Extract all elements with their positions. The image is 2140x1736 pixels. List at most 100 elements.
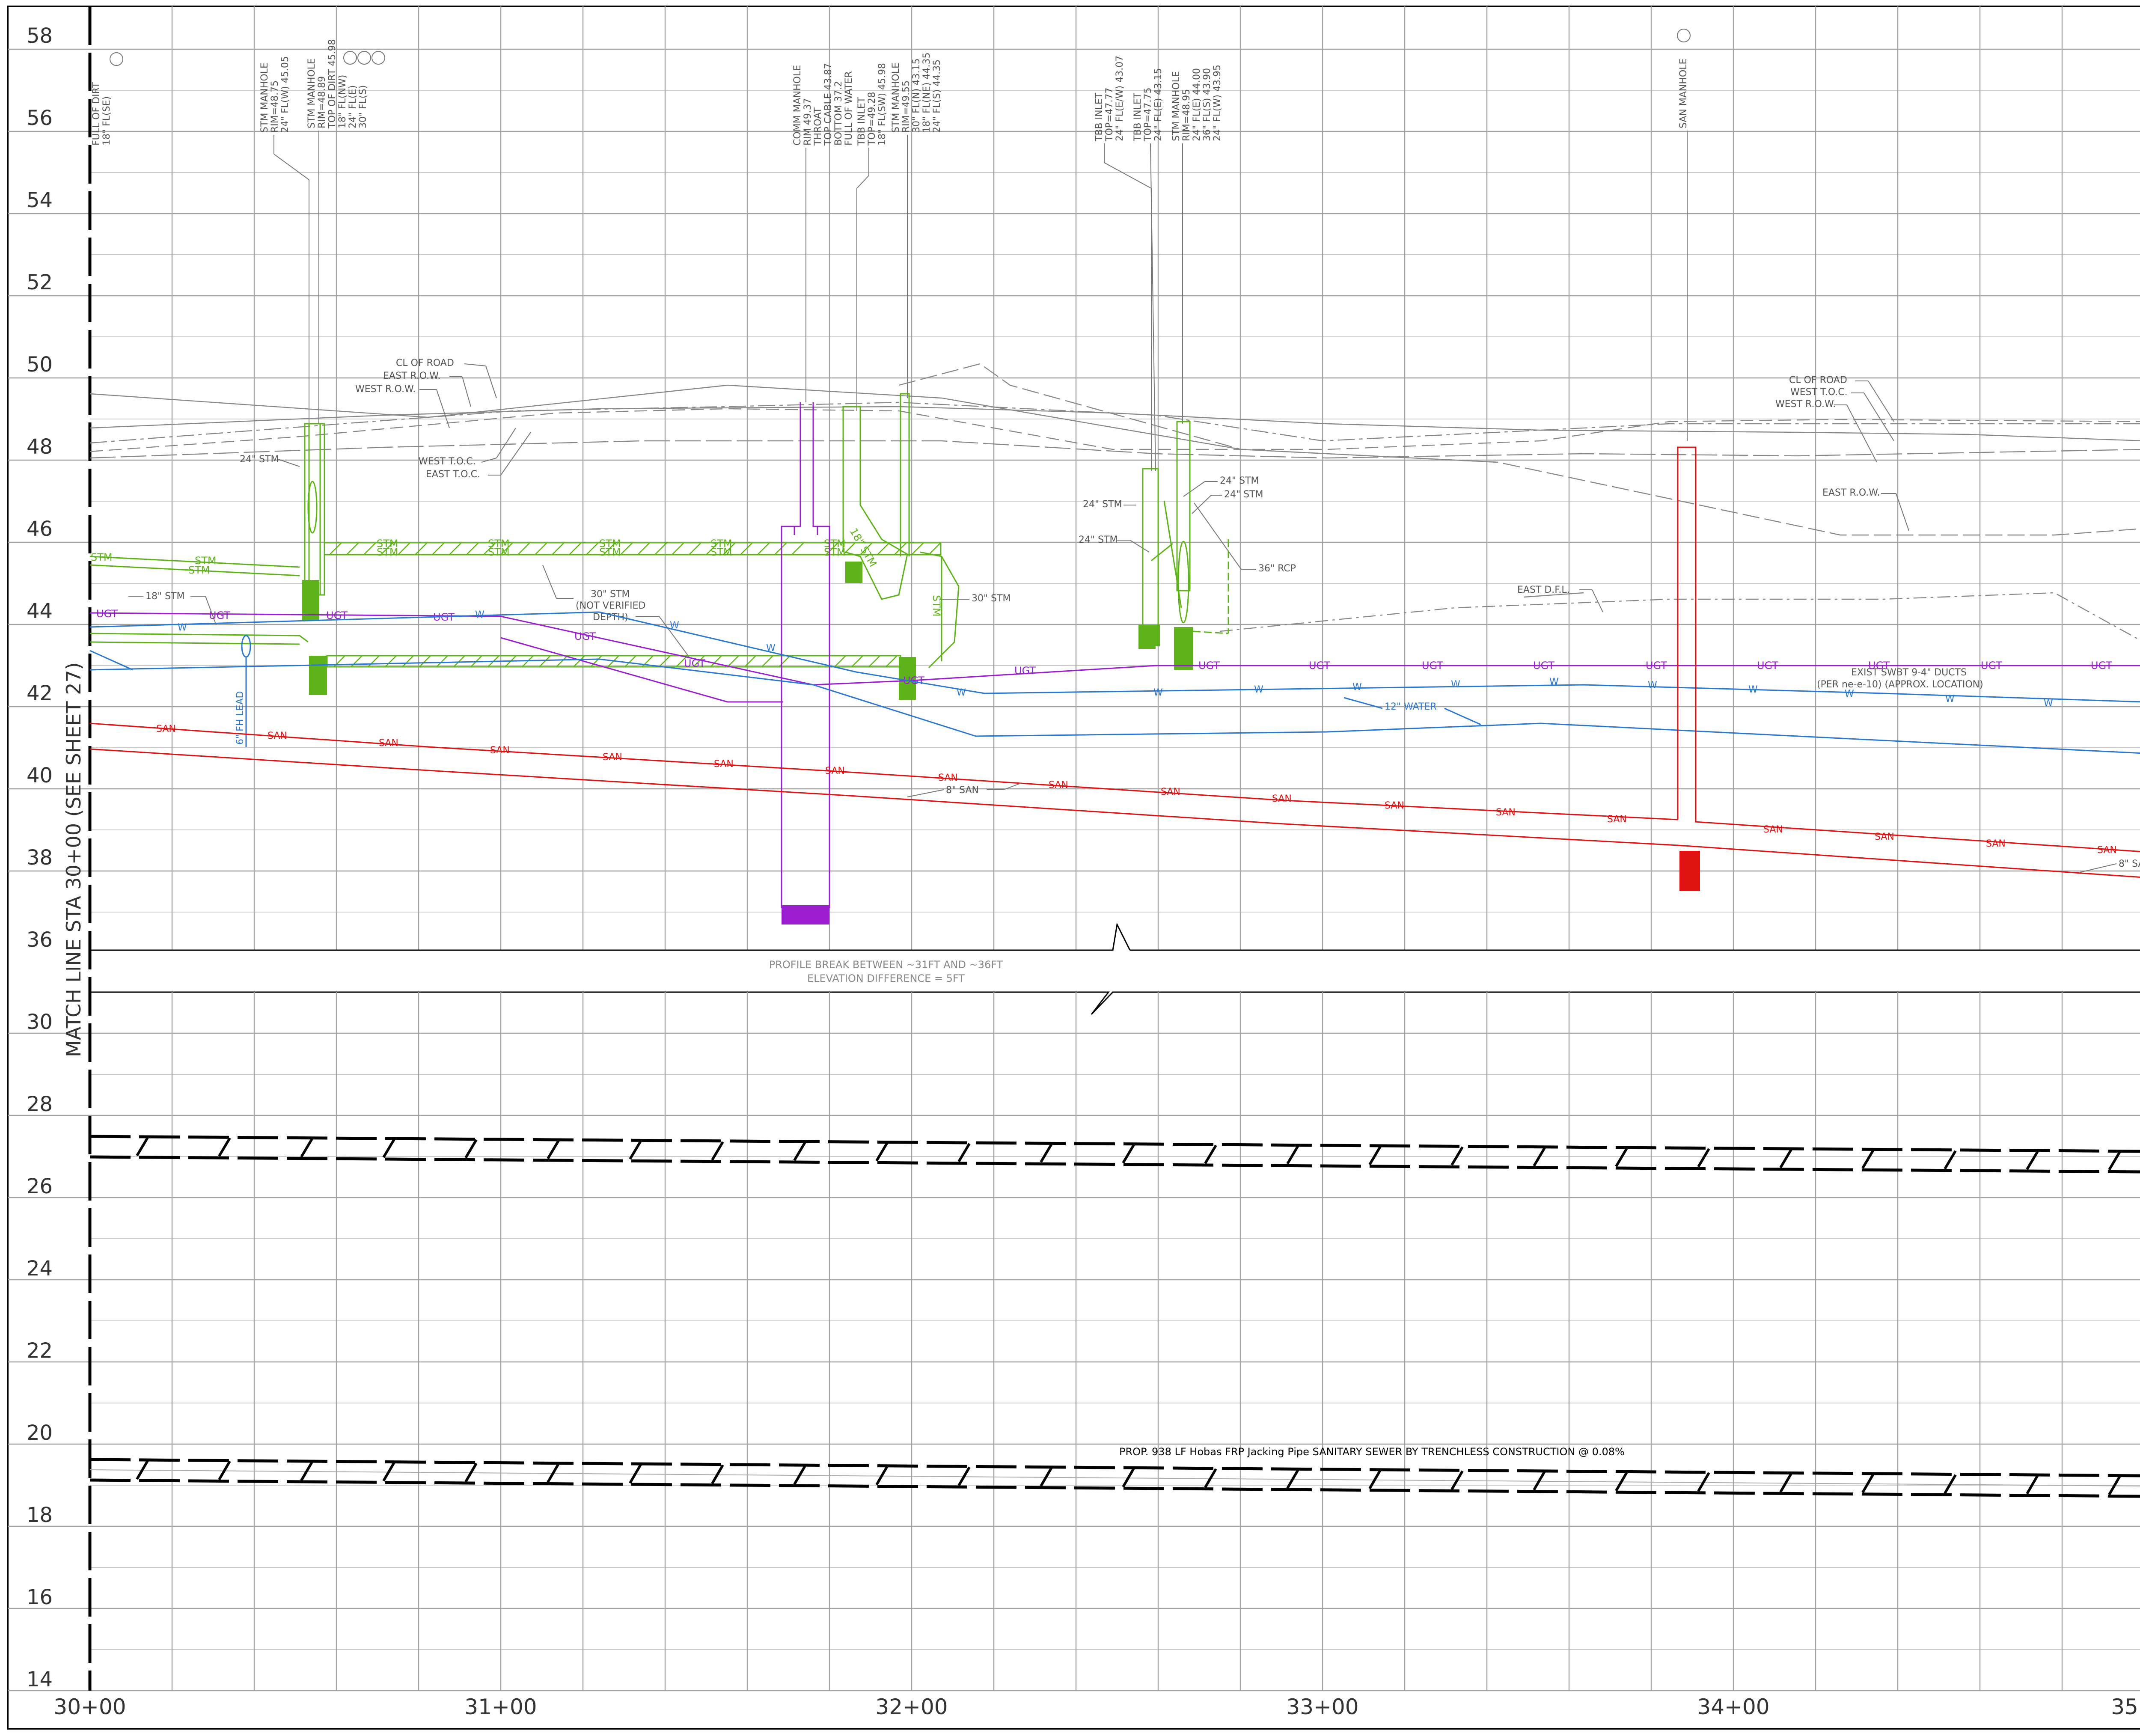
label-east-toc: EAST T.O.C. (426, 469, 480, 480)
water-tag: W (670, 620, 679, 631)
san-tag: SAN (156, 724, 176, 734)
svg-text:RIM=49.55: RIM=49.55 (901, 80, 912, 133)
svg-text:TOP=47.77: TOP=47.77 (1104, 88, 1115, 142)
label-24-stm-d: 24" STM (1220, 476, 1259, 486)
label-east-row: EAST R.O.W. (383, 371, 440, 381)
water-tag: W (2044, 698, 2053, 709)
san-tag: SAN (1161, 787, 1180, 797)
structure-tag-icon (357, 51, 371, 65)
water-tag: W (1254, 684, 1263, 695)
san-tag: SAN (1875, 832, 1894, 842)
station-label: 35+ (2111, 1694, 2140, 1719)
svg-text:24" FL(E) 44.00: 24" FL(E) 44.00 (1192, 68, 1202, 141)
proposed-pipe-upper-outline (89, 1135, 2140, 1174)
svg-text:TOP OF DIRT 45.98: TOP OF DIRT 45.98 (327, 39, 338, 129)
san-manhole-base (1679, 851, 1700, 891)
svg-text:24" FL(E): 24" FL(E) (348, 85, 358, 128)
svg-text:24" FL(E) 43.15: 24" FL(E) 43.15 (1153, 68, 1164, 141)
san-tag: SAN (1607, 814, 1627, 825)
svg-text:24" FL(W) 43.95: 24" FL(W) 43.95 (1212, 65, 1223, 141)
ugt-tag: UGT (1422, 660, 1443, 672)
svg-text:STM MANHOLE: STM MANHOLE (259, 62, 270, 133)
ugt-tag: UGT (1309, 660, 1330, 672)
station-label: 31+00 (464, 1694, 537, 1719)
callout-tbb-inlet-3: TBB INLET TOP=47.75 24" FL(E) 43.15 (1132, 68, 1164, 142)
svg-text:BOTTOM 37.2: BOTTOM 37.2 (833, 81, 844, 146)
label-swbt-ducts: EXIST SWBT 9-4" DUCTS (1851, 667, 1967, 678)
ugt-tag: UGT (1868, 660, 1890, 672)
upper-elevation-labels: 58 56 54 52 50 48 46 44 42 40 38 36 (27, 24, 53, 952)
elev-label: 56 (27, 106, 53, 130)
ugt-tag: UGT (1646, 660, 1667, 672)
label-24-stm-e: 24" STM (1224, 489, 1263, 500)
station-label: 30+00 (54, 1694, 126, 1719)
svg-text:SAN MANHOLE: SAN MANHOLE (1678, 59, 1689, 128)
svg-text:RIM 49.37: RIM 49.37 (802, 98, 813, 146)
elev-label: 36 (27, 928, 53, 952)
callout-tbb-inlet-1: TBB INLET TOP=49.28 18" FL(SW) 45.98 (856, 63, 888, 146)
stm-tag: STM (488, 538, 510, 550)
structure-callouts: FULL OF DIRT 18" FL(SE) STM MANHOLE RIM=… (91, 29, 1691, 471)
svg-text:TBB INLET: TBB INLET (856, 97, 867, 146)
label-8-san: 8" SAN (946, 785, 979, 796)
surface-lines (89, 363, 2140, 641)
label-east-dfl: EAST D.F.L. (1517, 585, 1570, 595)
svg-text:18" FL(NW): 18" FL(NW) (337, 75, 348, 128)
svg-text:24" FL(E/W) 43.07: 24" FL(E/W) 43.07 (1115, 56, 1125, 141)
water-tag: W (1451, 679, 1460, 690)
water-tag: W (957, 687, 966, 698)
elev-label: 20 (27, 1421, 53, 1445)
water-tag: W (1549, 677, 1559, 687)
elev-label: 38 (27, 846, 53, 870)
proposed-pipe-lower-outline (89, 1458, 2140, 1498)
match-line-label: MATCH LINE STA 30+00 (SEE SHEET 27) (62, 662, 85, 1057)
svg-text:TOP=47.75: TOP=47.75 (1143, 88, 1153, 142)
stm-tag: STM (188, 564, 210, 576)
svg-text:TBB INLET: TBB INLET (1132, 92, 1143, 142)
stm-tag: STM (710, 538, 732, 550)
ugt-tag: UGT (684, 657, 705, 669)
san-tag: SAN (490, 745, 510, 756)
callout-comm-manhole: COMM MANHOLE RIM 49.37 THROAT TOP CABLE … (792, 63, 854, 146)
proposed-pipe-note: PROP. 938 LF Hobas FRP Jacking Pipe SANI… (1119, 1446, 1625, 1458)
elev-label: 58 (27, 24, 53, 48)
label-24-stm: 24" STM (240, 454, 279, 465)
svg-text:STM MANHOLE: STM MANHOLE (306, 58, 317, 128)
svg-text:FULL OF DIRT: FULL OF DIRT (91, 82, 102, 146)
callout-tbb-inlet-2: TBB INLET TOP=47.77 24" FL(E/W) 43.07 (1094, 56, 1125, 142)
ugt-tag: UGT (574, 630, 596, 642)
svg-text:THROAT: THROAT (813, 107, 823, 146)
san-tag: SAN (603, 752, 622, 763)
water-tag: W (1648, 680, 1657, 691)
san-tag: SAN (825, 766, 845, 776)
label-12-water: 12" WATER (1385, 702, 1437, 712)
san-tag: SAN (1496, 807, 1516, 818)
profile-break-symbol (1096, 922, 1131, 951)
san-tag: SAN (268, 731, 287, 741)
water-tag: W (1845, 689, 1854, 699)
elev-label: 24 (27, 1257, 53, 1281)
elev-label: 54 (27, 188, 53, 212)
structure-tag-icon (343, 51, 357, 65)
water-tag: W (1748, 684, 1758, 695)
label-west-row-r: WEST R.O.W. (1775, 399, 1836, 410)
label-18-stm: 18" STM (146, 591, 185, 602)
label-not-verified: (NOT VERIFIED (576, 600, 646, 611)
svg-text:RIM=48.95: RIM=48.95 (1181, 89, 1192, 141)
label-cl-of-road: CL OF ROAD (396, 358, 454, 369)
elev-label: 46 (27, 517, 53, 541)
label-36-rcp: 36" RCP (1258, 563, 1296, 574)
profile-break-line1: PROFILE BREAK BETWEEN ~31FT AND ~36FT (769, 959, 1003, 971)
elev-label: 28 (27, 1092, 53, 1116)
label-west-toc: WEST T.O.C. (419, 456, 476, 467)
water-system: 6" FH LEAD 12" WATER W W W W W W W W W W… (89, 609, 2140, 754)
station-label: 33+00 (1286, 1694, 1358, 1719)
stm-tag: STM (91, 551, 113, 563)
lower-grid (8, 991, 2140, 1691)
ugt-tag: UGT (2091, 660, 2112, 672)
svg-text:TOP=49.28: TOP=49.28 (867, 92, 877, 146)
callout-stm-manhole-1: STM MANHOLE RIM=48.75 24" FL(W) 45.05 (259, 56, 291, 133)
elev-label: 40 (27, 764, 53, 788)
elev-label: 22 (27, 1339, 53, 1363)
